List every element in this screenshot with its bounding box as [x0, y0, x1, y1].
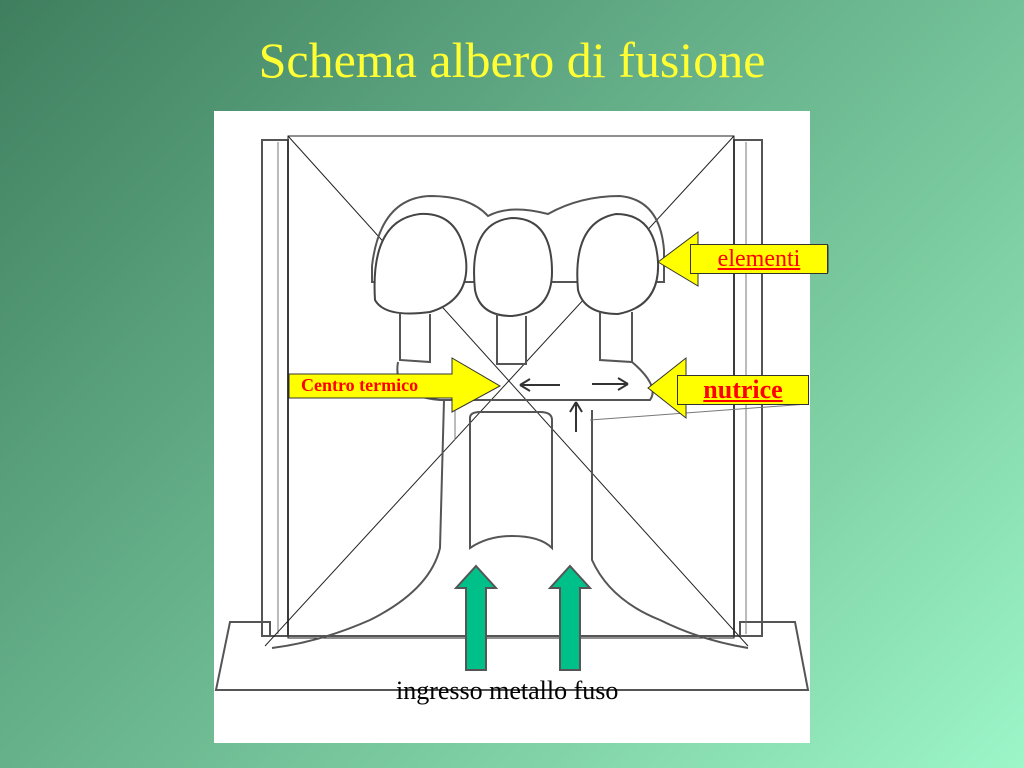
- label-nutrice: nutrice: [677, 375, 809, 405]
- inflow-arrow-right: [547, 564, 593, 671]
- inflow-arrow-left: [453, 564, 499, 671]
- element-right: [576, 212, 660, 316]
- sprue-center: [496, 314, 527, 365]
- centro-termico-pointer-arrow: [288, 357, 502, 413]
- inner-channel: [469, 411, 553, 551]
- main-trunk: [271, 399, 749, 649]
- diagonal-1: [287, 135, 749, 647]
- left-wall: [261, 139, 289, 637]
- caption-ingresso-metallo: ingresso metallo fuso: [396, 676, 619, 705]
- element-left: [373, 212, 468, 315]
- connector-bar: [371, 194, 665, 283]
- label-elementi: elementi: [690, 244, 828, 274]
- sprue-left: [399, 312, 431, 364]
- label-centro-termico: Centro termico: [301, 375, 419, 395]
- element-center: [473, 216, 554, 318]
- slide-title: Schema albero di fusione: [258, 32, 766, 88]
- base-platform: [214, 621, 810, 691]
- sprue-right: [599, 312, 633, 364]
